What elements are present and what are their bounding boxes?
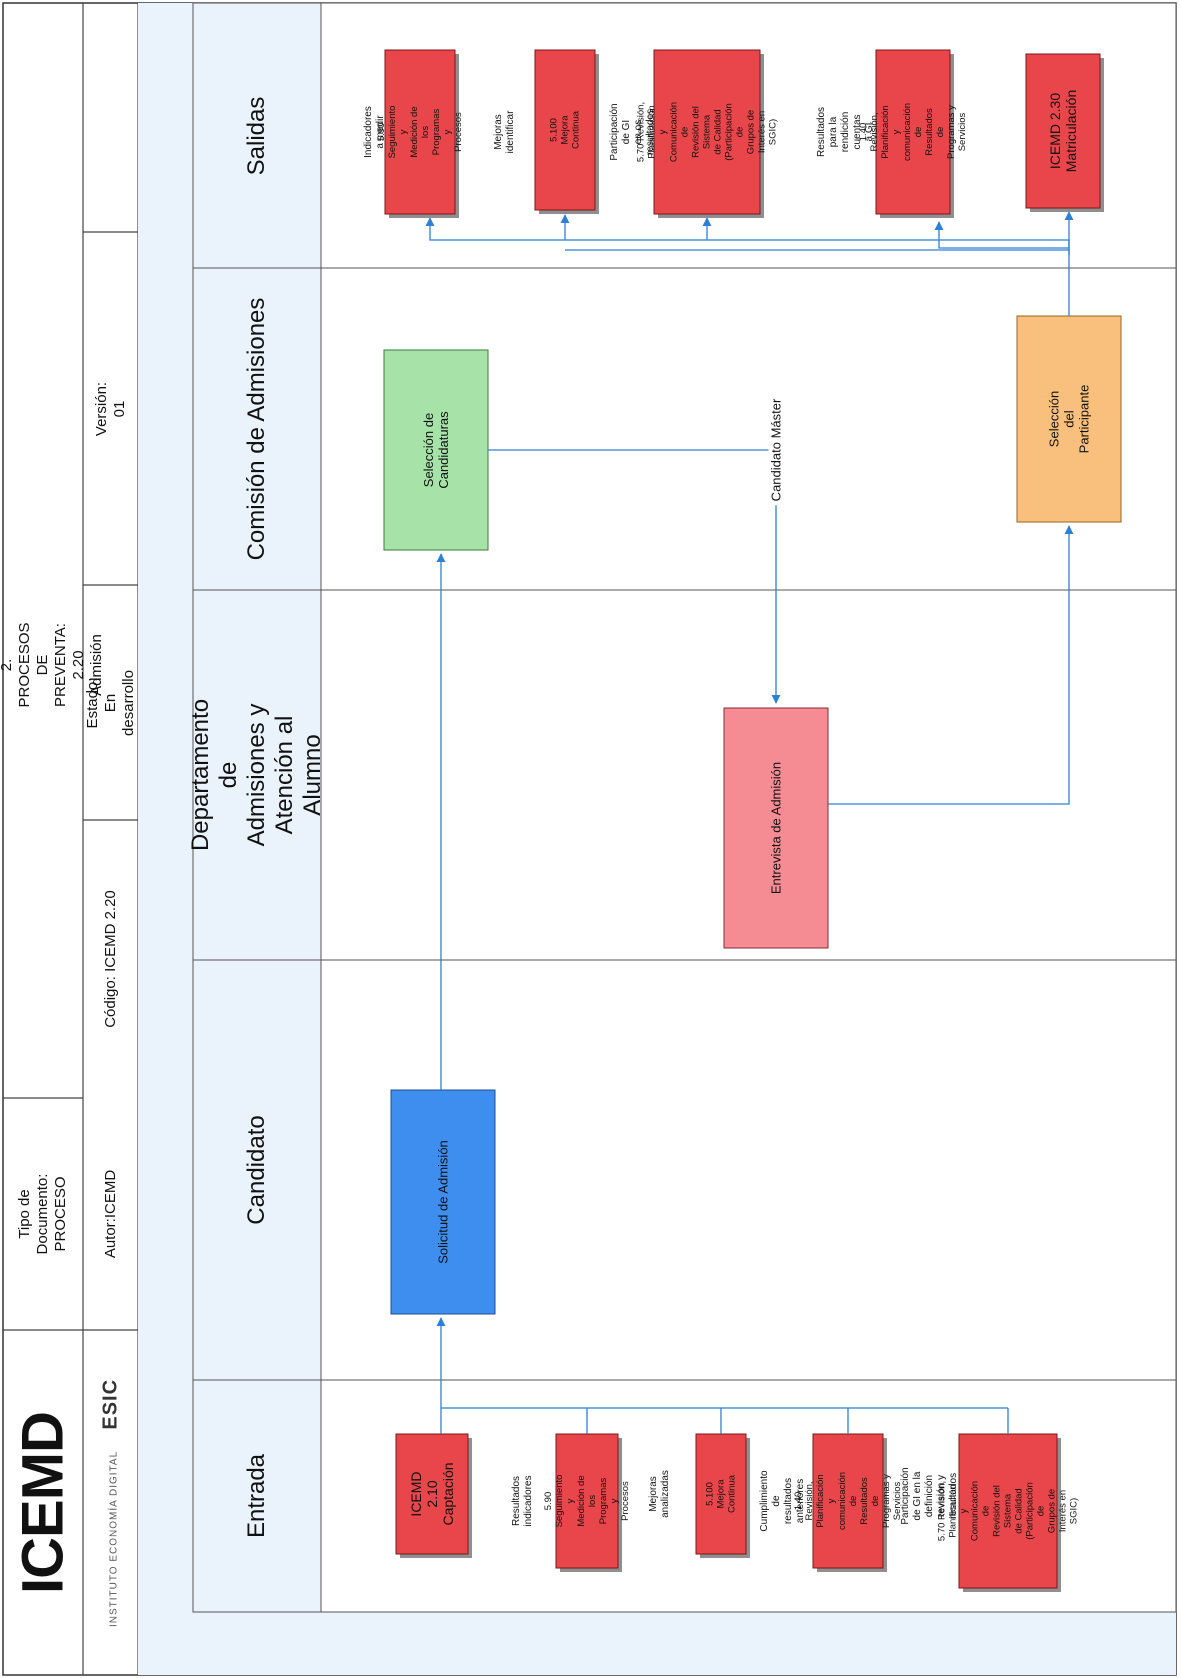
version-cell: Versión: 01	[83, 232, 138, 585]
entrevista-box[interactable]	[723, 707, 829, 949]
salidas-matriculacion-text: ICEMD 2.30 Matriculación	[1047, 89, 1079, 173]
solicitud-text-wrap: Solicitud de Admisión	[391, 1090, 495, 1314]
salidas-sistema-text: 5.70 Revisión, Planificación y Comunicac…	[635, 101, 779, 163]
entrada-captacion-text-wrap: ICEMD 2.10 Captación	[396, 1434, 468, 1554]
swimlane-area	[192, 2, 1177, 1613]
brand-logo: ICEMD	[10, 1411, 76, 1594]
entrada-seguimiento-text-wrap: 5.90 Seguimiento y Medición de los Progr…	[543, 1434, 631, 1568]
author-cell: Autor:ICEMD	[83, 1098, 138, 1330]
lane-departamento: Departamento de Admisiones y Atención al…	[187, 590, 326, 960]
entrevista-text-wrap: Entrevista de Admisión	[724, 708, 828, 948]
entrada-sistema-text-wrap: 5.70 Revisión, Planificación y Comunicac…	[937, 1434, 1080, 1588]
salidas-seguimiento-text: 5.90 Seguimiento y Medición de los Progr…	[376, 105, 464, 159]
entrada-captacion-box[interactable]	[395, 1433, 469, 1555]
entrada-boxes	[395, 1433, 1061, 1592]
entrada-mejoras-label: Mejoras analizadas	[648, 1470, 671, 1518]
candidato-master-label: Candidato Máster	[768, 394, 784, 506]
doc-description: Descripción: 2. PROCESOS DE PREVENTA: 2.…	[0, 622, 105, 708]
salidas-revision-box[interactable]	[875, 49, 951, 215]
seleccion-participante-text-wrap: Selección del Participante	[1017, 316, 1121, 522]
entrada-resultados-label: Resultados indicadores	[511, 1475, 534, 1527]
lane-header-band	[192, 2, 322, 1613]
seleccion-candidaturas-text: Selección de Candidaturas	[421, 411, 451, 489]
entrada-mejora-text: 5.100 Mejora Continua	[704, 1474, 738, 1514]
salidas-mejoras-label: Mejoras identificar	[493, 110, 516, 154]
code-cell: Código: ICEMD 2.20	[83, 820, 138, 1098]
entrada-seguimiento-text: 5.90 Seguimiento y Medición de los Progr…	[543, 1474, 631, 1528]
salidas-mejora-text: 5.100 Mejora Continua	[548, 110, 582, 150]
lane-separators	[193, 267, 1176, 1381]
brand-subtitle: INSTITUTO ECONOMÍA DIGITAL	[108, 1450, 119, 1627]
doc-type-cell: Tipo de Documento: PROCESO	[3, 1098, 83, 1330]
lane-comision: Comisión de Admisiones	[193, 268, 321, 590]
entrada-revision-text: 1.40 Revisión, Planificación y comunicac…	[793, 1471, 903, 1531]
connectors	[425, 211, 1074, 1434]
lane-title-candidato: Candidato	[243, 1115, 270, 1225]
lane-salidas: Salidas	[193, 3, 321, 268]
entrada-mejora-box[interactable]	[695, 1433, 747, 1555]
entrevista-text: Entrevista de Admisión	[768, 761, 784, 895]
seleccion-candidaturas-box[interactable]	[383, 349, 489, 551]
lane-entrada: Entrada	[193, 1380, 321, 1612]
salidas-boxes	[384, 49, 1104, 218]
lane-title-salidas: Salidas	[243, 96, 270, 175]
lane-candidato: Candidato	[193, 960, 321, 1380]
entrada-mejoras-label-wrap: Mejoras analizadas	[640, 1434, 680, 1554]
salidas-matriculacion-text-wrap: ICEMD 2.30 Matriculación	[1026, 54, 1100, 208]
salidas-mejora-text-wrap: 5.100 Mejora Continua	[535, 50, 595, 210]
seleccion-participante-text: Selección del Participante	[1046, 384, 1092, 454]
salidas-revision-text-wrap: 1.40 Revisión, Planificación y comunicac…	[858, 50, 968, 214]
doc-version: Versión: 01	[92, 381, 128, 436]
salidas-sistema-box[interactable]	[653, 49, 761, 215]
entrada-resultados-label-wrap: Resultados indicadores	[498, 1434, 548, 1568]
solicitud-box[interactable]	[390, 1089, 496, 1315]
author: Autor:ICEMD	[101, 1169, 119, 1259]
description-cell: Descripción: 2. PROCESOS DE PREVENTA: 2.…	[0, 232, 105, 1098]
salidas-sistema-text-wrap: 5.70 Revisión, Planificación y Comunicac…	[636, 50, 779, 214]
logo-sub-cell: INSTITUTO ECONOMÍA DIGITAL ESIC	[83, 1330, 138, 1675]
solicitud-text: Solicitud de Admisión	[435, 1140, 451, 1264]
logo-cell: ICEMD	[3, 1330, 83, 1675]
partner-logo: ESIC	[99, 1378, 121, 1430]
salidas-revision-text: 1.40 Revisión, Planificación y comunicac…	[858, 102, 968, 162]
doc-code: Código: ICEMD 2.20	[101, 890, 119, 1028]
salidas-seguimiento-box[interactable]	[384, 49, 456, 215]
seleccion-participante-box[interactable]	[1016, 315, 1122, 523]
entrada-sistema-box[interactable]	[958, 1433, 1058, 1589]
salidas-mejora-box[interactable]	[534, 49, 596, 211]
entrada-revision-box[interactable]	[812, 1433, 884, 1569]
lane-title-departamento: Departamento de Admisiones y Atención al…	[187, 698, 326, 852]
salidas-mejoras-label-wrap: Mejoras identificar	[493, 50, 517, 214]
seleccion-candidaturas-text-wrap: Selección de Candidaturas	[384, 350, 488, 550]
lane-title-comision: Comisión de Admisiones	[243, 297, 270, 561]
entrada-sistema-text: 5.70 Revisión, Planificación y Comunicac…	[936, 1480, 1080, 1542]
entrada-captacion-text: ICEMD 2.10 Captación	[408, 1462, 456, 1526]
entrada-revision-text-wrap: 1.40 Revisión, Planificación y comunicac…	[793, 1434, 903, 1568]
salidas-seguimiento-text-wrap: 5.90 Seguimiento y Medición de los Progr…	[376, 50, 464, 214]
lane-title-entrada: Entrada	[243, 1453, 270, 1539]
salidas-matriculacion-box[interactable]	[1025, 53, 1101, 209]
candidato-master-label-wrap: Candidato Máster	[752, 380, 800, 520]
doc-type: Tipo de Documento: PROCESO	[16, 1173, 69, 1255]
entrada-mejora-text-wrap: 5.100 Mejora Continua	[696, 1434, 746, 1554]
